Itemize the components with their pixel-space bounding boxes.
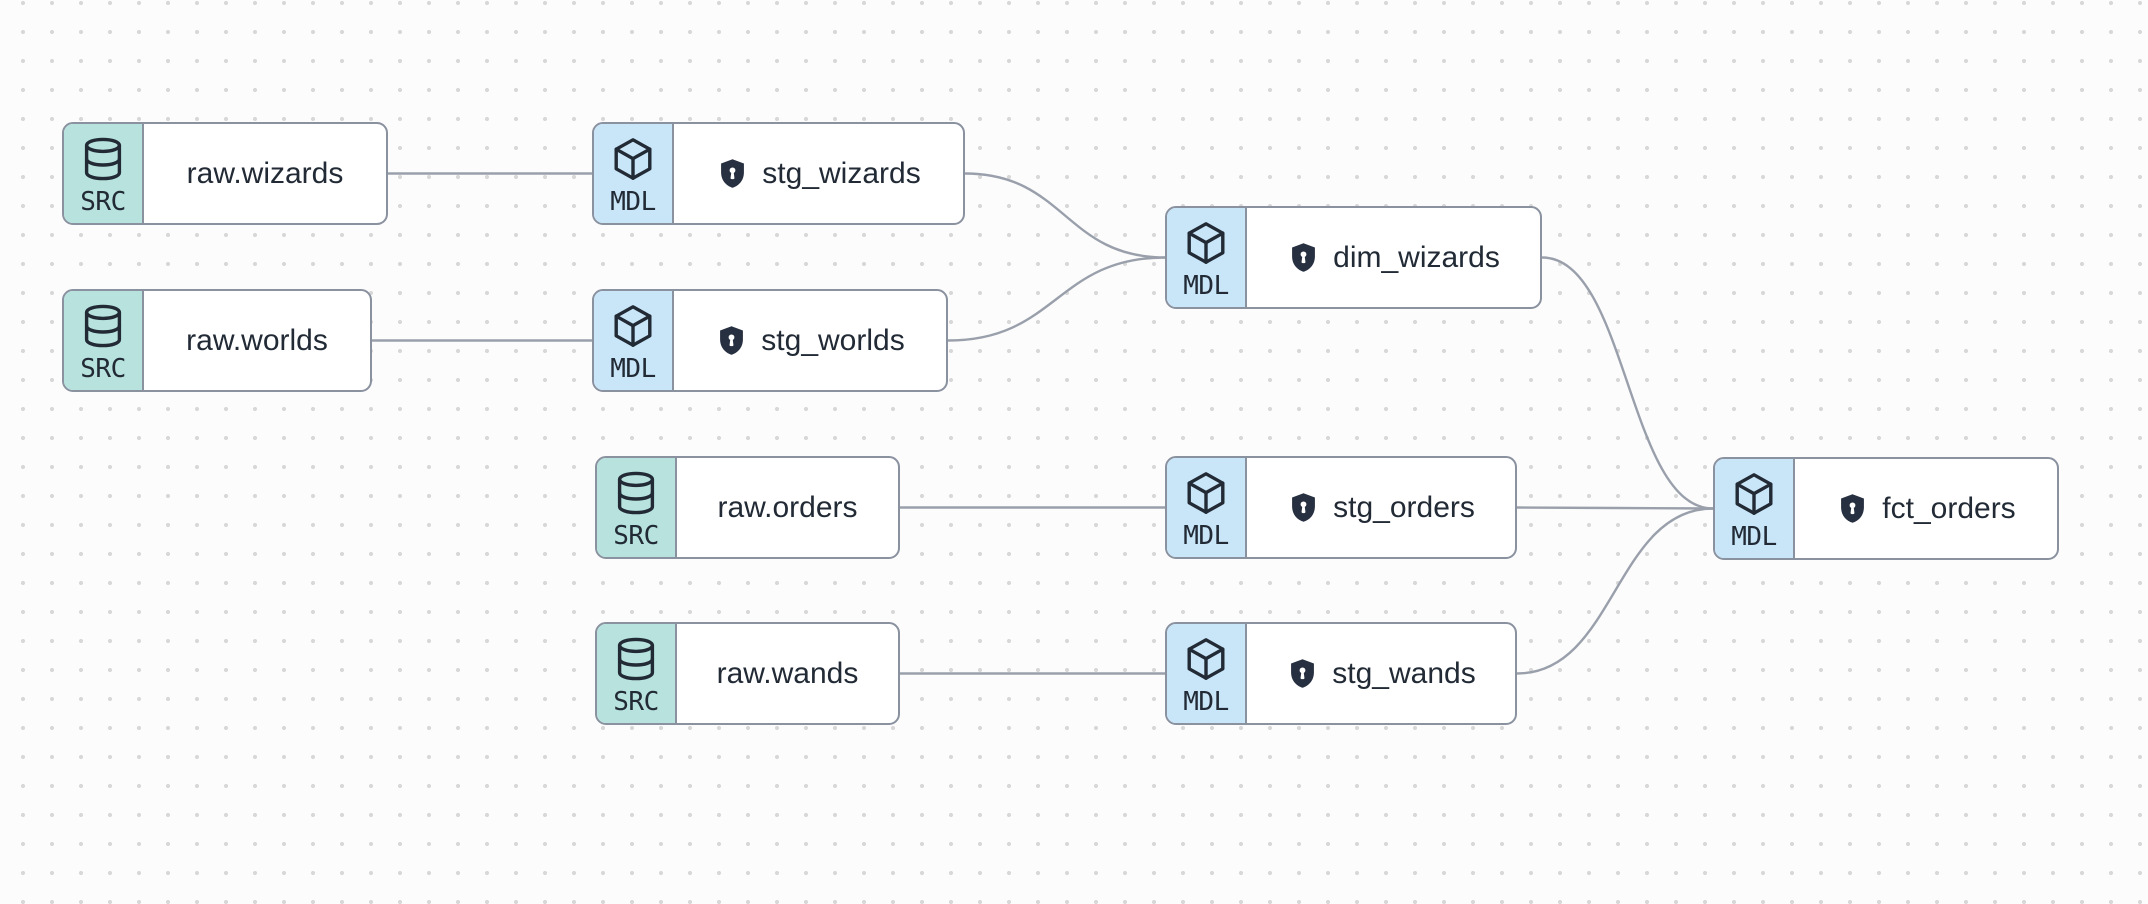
source-type-badge: SRC bbox=[597, 458, 677, 557]
node-name-area: fct_orders bbox=[1795, 459, 2057, 558]
shield-lock-icon bbox=[1836, 492, 1869, 525]
node-name-area: stg_wizards bbox=[674, 124, 963, 223]
node-label: fct_orders bbox=[1882, 491, 2016, 525]
model-type-badge: MDL bbox=[1715, 459, 1795, 558]
cube-icon bbox=[609, 302, 657, 350]
node-raw-wands[interactable]: SRC raw.wands bbox=[595, 622, 900, 725]
node-name-area: raw.orders bbox=[677, 458, 898, 557]
node-stg-wands[interactable]: MDL stg_wands bbox=[1165, 622, 1517, 725]
cube-icon bbox=[1730, 470, 1778, 518]
shield-lock-icon bbox=[1287, 241, 1320, 274]
database-icon bbox=[79, 302, 127, 350]
source-type-badge: SRC bbox=[597, 624, 677, 723]
node-name-area: stg_wands bbox=[1247, 624, 1515, 723]
cube-icon bbox=[1182, 469, 1230, 517]
database-icon bbox=[79, 135, 127, 183]
node-label: stg_worlds bbox=[761, 323, 905, 357]
source-type-badge: SRC bbox=[64, 124, 144, 223]
node-type-label: MDL bbox=[610, 354, 656, 384]
shield-lock-icon bbox=[715, 324, 748, 357]
model-type-badge: MDL bbox=[1167, 208, 1247, 307]
model-type-badge: MDL bbox=[1167, 458, 1247, 557]
node-raw-worlds[interactable]: SRC raw.worlds bbox=[62, 289, 372, 392]
node-name-area: stg_orders bbox=[1247, 458, 1515, 557]
node-type-label: MDL bbox=[1183, 271, 1229, 301]
cube-icon bbox=[1182, 219, 1230, 267]
node-type-label: SRC bbox=[80, 354, 126, 384]
node-name-area: raw.wizards bbox=[144, 124, 386, 223]
model-type-badge: MDL bbox=[594, 124, 674, 223]
node-type-label: MDL bbox=[1731, 522, 1777, 552]
edge-dim_wizards-to-fct_orders bbox=[1540, 256, 1715, 510]
node-name-area: raw.wands bbox=[677, 624, 898, 723]
model-type-badge: MDL bbox=[1167, 624, 1247, 723]
node-label: dim_wizards bbox=[1333, 240, 1500, 274]
node-name-area: raw.worlds bbox=[144, 291, 370, 390]
node-name-area: stg_worlds bbox=[674, 291, 946, 390]
node-type-label: SRC bbox=[613, 521, 659, 551]
cube-icon bbox=[609, 135, 657, 183]
source-type-badge: SRC bbox=[64, 291, 144, 390]
node-type-label: MDL bbox=[1183, 521, 1229, 551]
database-icon bbox=[612, 469, 660, 517]
node-label: raw.worlds bbox=[186, 323, 328, 357]
database-icon bbox=[612, 635, 660, 683]
node-fct-orders[interactable]: MDL fct_orders bbox=[1713, 457, 2059, 560]
shield-lock-icon bbox=[716, 157, 749, 190]
node-label: raw.wands bbox=[716, 656, 859, 690]
edge-stg_wizards-to-dim_wizards bbox=[963, 172, 1167, 259]
edge-stg_wands-to-fct_orders bbox=[1515, 507, 1715, 675]
node-label: stg_wands bbox=[1332, 656, 1476, 690]
node-raw-orders[interactable]: SRC raw.orders bbox=[595, 456, 900, 559]
node-stg-worlds[interactable]: MDL stg_worlds bbox=[592, 289, 948, 392]
node-name-area: dim_wizards bbox=[1247, 208, 1540, 307]
node-label: raw.orders bbox=[717, 490, 858, 524]
node-dim-wizards[interactable]: MDL dim_wizards bbox=[1165, 206, 1542, 309]
node-type-label: MDL bbox=[610, 187, 656, 217]
node-type-label: MDL bbox=[1183, 687, 1229, 717]
node-type-label: SRC bbox=[613, 687, 659, 717]
shield-lock-icon bbox=[1287, 491, 1320, 524]
node-stg-wizards[interactable]: MDL stg_wizards bbox=[592, 122, 965, 225]
node-label: stg_orders bbox=[1333, 490, 1475, 524]
shield-lock-icon bbox=[1286, 657, 1319, 690]
node-stg-orders[interactable]: MDL stg_orders bbox=[1165, 456, 1517, 559]
node-label: stg_wizards bbox=[762, 156, 921, 190]
node-label: raw.wizards bbox=[186, 156, 344, 190]
node-type-label: SRC bbox=[80, 187, 126, 217]
cube-icon bbox=[1182, 635, 1230, 683]
edge-stg_orders-to-fct_orders bbox=[1515, 506, 1715, 510]
edge-stg_worlds-to-dim_wizards bbox=[946, 256, 1167, 342]
node-raw-wizards[interactable]: SRC raw.wizards bbox=[62, 122, 388, 225]
model-type-badge: MDL bbox=[594, 291, 674, 390]
